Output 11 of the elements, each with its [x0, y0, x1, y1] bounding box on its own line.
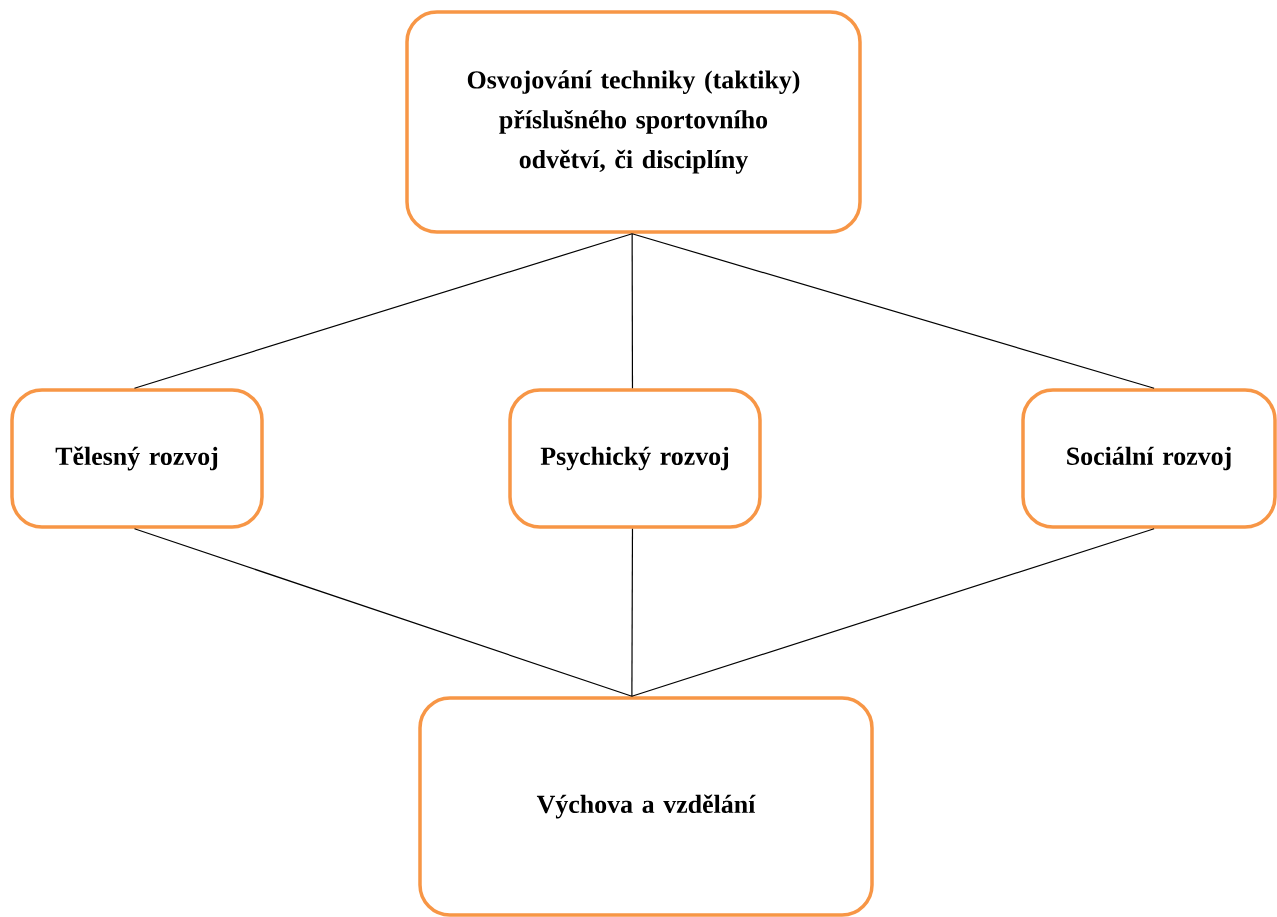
connector-line [133, 233, 633, 389]
connector-line [631, 233, 634, 389]
rounded-box: Výchova a vzdělání [418, 696, 874, 917]
connector-line [631, 528, 634, 697]
rounded-box: Psychický rozvoj [508, 388, 762, 529]
connector-line [631, 528, 1155, 697]
rounded-box: Tělesný rozvoj [10, 388, 264, 529]
rounded-box: Osvojování techniky (taktiky) příslušného sportovního odvětví, či disciplíny [405, 10, 862, 234]
rounded-box: Sociální rozvoj [1021, 388, 1277, 529]
connector-line [631, 233, 1155, 389]
connector-line [133, 528, 633, 697]
